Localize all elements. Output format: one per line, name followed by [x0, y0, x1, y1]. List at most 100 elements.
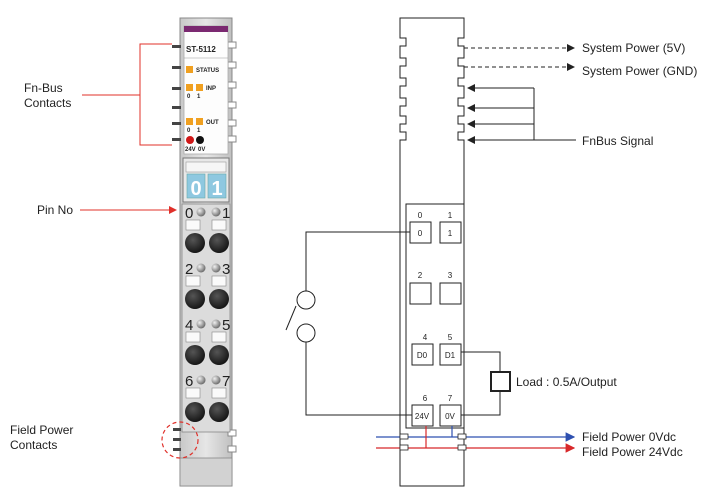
terminal-number-1: 1: [448, 211, 453, 220]
field-power-24v-line: Field Power 24Vdc: [376, 426, 683, 459]
terminal-number-5: 5: [448, 333, 453, 342]
screw-1: [211, 207, 221, 217]
schematic-terminal-5: 5 D1: [439, 333, 462, 366]
window-digit-0: 0: [190, 178, 201, 200]
schematic-terminal-3: 3: [439, 271, 462, 305]
system-power-gnd-line: System Power (GND): [464, 63, 697, 78]
screw-4: [196, 319, 206, 329]
status-led-label: STATUS: [196, 68, 219, 74]
status-led: [186, 66, 193, 73]
field-power-contacts-label-2: Contacts: [10, 438, 57, 452]
terminal-number-6: 6: [423, 394, 428, 403]
window-digit-0-box: [186, 173, 206, 199]
pin-number-6: 6: [185, 373, 193, 390]
fnbus-contacts-label-1: Fn-Bus: [24, 81, 63, 95]
pin-number-3: 3: [222, 261, 230, 278]
model-label: ST-5112: [186, 45, 216, 54]
pin-number-2: 2: [185, 261, 193, 278]
system-power-5v-label: System Power (5V): [582, 41, 685, 55]
out-led-1-label: 1: [197, 128, 201, 134]
pin-no-callout: Pin No: [37, 203, 177, 217]
pin-no-label: Pin No: [37, 203, 73, 217]
field-power-0v-label: Field Power 0Vdc: [582, 430, 676, 444]
inp-led-label: INP: [206, 86, 216, 92]
power-led-24v-label: 24V: [185, 147, 196, 153]
wire-hole-2: [185, 289, 205, 309]
power-led-0v-label: 0V: [198, 147, 205, 153]
wire-hole-7: [209, 402, 229, 422]
input-switch-circuit: [285, 231, 412, 416]
pin-number-1: 1: [222, 205, 230, 222]
schematic-terminal-4: 4 D0: [411, 333, 434, 366]
wire-hole-5: [209, 345, 229, 365]
switch-lever: [285, 305, 297, 331]
field-power-contacts-callout: Field Power Contacts: [10, 421, 199, 459]
schematic-terminal-0: 0 0: [409, 211, 432, 244]
wire-hole-6: [185, 402, 205, 422]
switch-contact-top: [296, 290, 316, 310]
terminal-number-0: 0: [418, 211, 423, 220]
fnbus-signal-label: FnBus Signal: [582, 134, 653, 148]
screw-7: [211, 375, 221, 385]
load-label: Load : 0.5A/Output: [516, 375, 617, 389]
terminal-label-1: 1: [448, 229, 453, 238]
accent-stripe: [184, 26, 228, 32]
terminal-row-4-5: 4 5: [185, 317, 230, 365]
wire-hole-1: [209, 233, 229, 253]
screw-6: [196, 375, 206, 385]
window-digit-1: 1: [211, 178, 222, 200]
inp-led-0-label: 0: [187, 94, 191, 100]
pin-number-7: 7: [222, 373, 230, 390]
fnbus-contacts-callout: Fn-Bus Contacts: [24, 43, 172, 146]
terminal-number-2: 2: [418, 271, 423, 280]
out-led-label: OUT: [206, 120, 219, 126]
terminal-label-6: 24V: [415, 412, 430, 421]
screw-3: [211, 263, 221, 273]
screw-5: [211, 319, 221, 329]
terminal-label-4: D0: [417, 351, 428, 360]
window-digit-1-box: [207, 173, 227, 199]
out-led-1: [196, 118, 203, 125]
fnbus-signal-lines: [467, 84, 576, 144]
schematic-terminal-2: 2: [409, 271, 432, 305]
field-power-contact-pins: [173, 428, 181, 451]
switch-contact-bottom: [296, 323, 316, 343]
io-module: ST-5112 STATUS INP 0 1 OUT 0 1 24V 0V 0 …: [172, 17, 237, 487]
terminal-row-6-7: 6 7: [185, 373, 230, 422]
schematic-module: 0 0 1 1 2 3 4 D0 5 D1 6 2: [399, 17, 465, 487]
terminal-label-0: 0: [418, 229, 423, 238]
system-power-gnd-label: System Power (GND): [582, 64, 697, 78]
pin-number-0: 0: [185, 205, 193, 222]
terminal-number-4: 4: [423, 333, 428, 342]
schematic-terminal-1: 1 1: [439, 211, 462, 244]
terminal-row-0-1: 0 1: [185, 205, 230, 253]
field-power-24v-label: Field Power 24Vdc: [582, 445, 683, 459]
pin-number-5: 5: [222, 317, 230, 334]
field-power-0v-line: Field Power 0Vdc: [376, 426, 676, 444]
inp-led-1-label: 1: [197, 94, 201, 100]
fnbus-contact-pins: [172, 45, 181, 141]
power-led-0v: [196, 136, 204, 144]
schematic-terminal-7: 7 0V: [439, 394, 462, 427]
wire-hole-0: [185, 233, 205, 253]
wire-hole-3: [209, 289, 229, 309]
load-box: [490, 371, 511, 392]
inp-led-0: [186, 84, 193, 91]
field-power-highlight-circle: [161, 421, 199, 459]
system-power-5v-line: System Power (5V): [464, 41, 685, 55]
load-circuit: [461, 351, 511, 416]
terminal-number-3: 3: [448, 271, 453, 280]
out-led-0: [186, 118, 193, 125]
screw-0: [196, 207, 206, 217]
out-led-0-label: 0: [187, 128, 191, 134]
inp-led-1: [196, 84, 203, 91]
terminal-label-7: 0V: [445, 412, 455, 421]
terminal-number-7: 7: [448, 394, 453, 403]
wire-hole-4: [185, 345, 205, 365]
pin-number-4: 4: [185, 317, 193, 334]
fnbus-contacts-label-2: Contacts: [24, 96, 71, 110]
field-power-contacts-label-1: Field Power: [10, 423, 73, 437]
screw-2: [196, 263, 206, 273]
terminal-label-5: D1: [445, 351, 456, 360]
